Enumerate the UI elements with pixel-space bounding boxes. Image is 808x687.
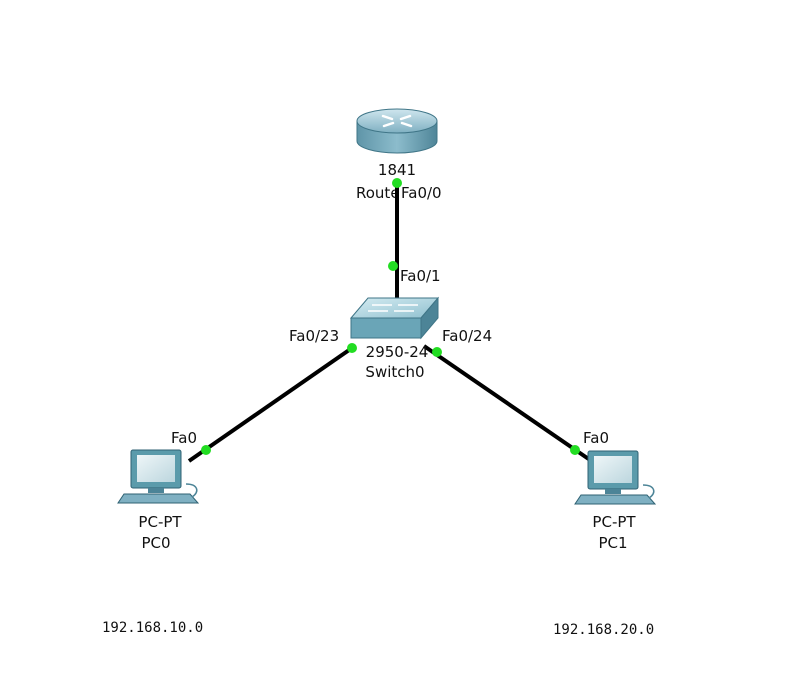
switch-model-label: 2950-24 [365,343,429,361]
switch-port-left-label: Fa0/23 [289,327,340,345]
port-dot-pc0-fa0 [201,445,211,455]
port-dot-switch-fa0-1 [388,261,398,271]
router-port-label: Fa0/0 [401,184,442,202]
pc0-model-label: PC-PT [138,513,182,531]
switch-icon[interactable] [349,296,440,340]
port-dot-switch-fa0-24 [432,347,442,357]
router-icon[interactable] [356,108,438,154]
pc1-model-label: PC-PT [592,513,636,531]
switch-port-right-label: Fa0/24 [442,327,493,345]
router-name-label: Router0 [356,185,395,202]
link-switch-pc1 [422,344,595,464]
port-dot-switch-fa0-23 [347,343,357,353]
pc1-icon[interactable] [574,450,657,505]
port-dot-pc1-fa0 [570,445,580,455]
pc0-name-label: PC0 [141,534,171,552]
pc0-icon[interactable] [117,449,200,504]
network-right-note: 192.168.20.0 [553,622,655,638]
network-left-note: 192.168.10.0 [102,620,204,636]
switch-name-label: Switch0 [365,363,425,381]
router-model-label: 1841 [377,161,417,179]
pc0-port-label: Fa0 [171,429,197,447]
pc1-port-label: Fa0 [583,429,609,447]
link-switch-pc0 [187,346,354,463]
pc1-name-label: PC1 [598,534,628,552]
port-dot-router-fa0-0 [392,178,402,188]
switch-port-up-label: Fa0/1 [400,267,441,285]
